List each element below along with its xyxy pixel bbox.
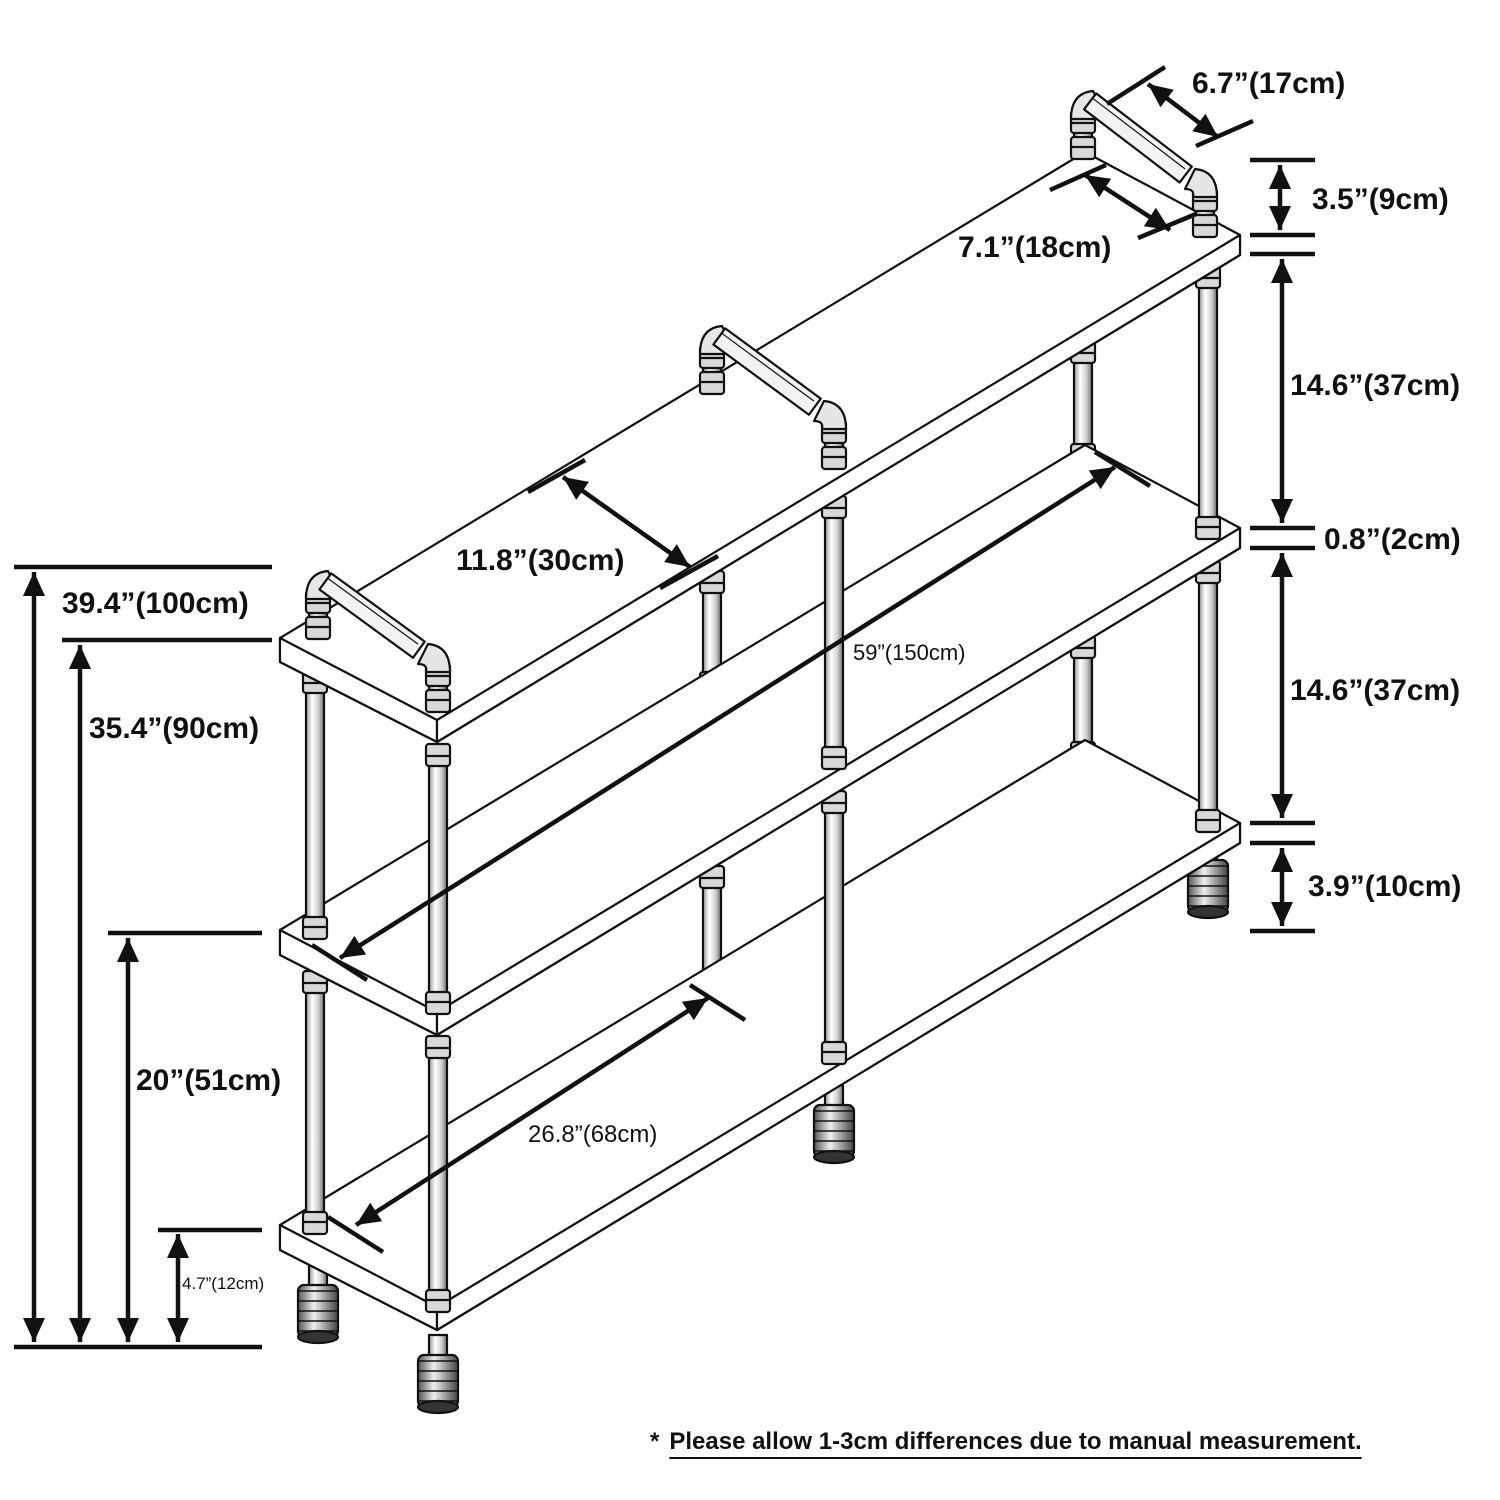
tick-section-left	[326, 1215, 385, 1254]
tick-depth-a	[526, 458, 587, 494]
tick-rail-inner-a	[1049, 162, 1107, 193]
upper-legs	[301, 264, 1222, 1016]
dim-middle-shelf-height	[117, 938, 139, 1342]
label-total-width: 59”(150cm)	[853, 640, 965, 665]
middle-shelf	[278, 443, 1242, 1037]
tick-rail-depth-b	[1195, 118, 1254, 149]
tick-section-right	[688, 983, 747, 1022]
lower-front-legs	[301, 559, 1222, 1314]
tick-width-right	[1093, 450, 1152, 488]
dim-top-pipe-inner	[1083, 173, 1172, 232]
dim-section-width	[354, 996, 710, 1227]
dim-shelf-depth	[561, 475, 692, 569]
top-shelf	[278, 150, 1242, 744]
dim-top-pipe-height	[1269, 165, 1291, 230]
dim-bottom-shelf-height	[167, 1234, 189, 1342]
pipe-feet	[296, 838, 1230, 1415]
label-shelf-spacing-upper: 14.6”(37cm)	[1290, 369, 1460, 402]
leg-right-upper	[1194, 264, 1222, 541]
rail-left	[304, 569, 452, 714]
dim-top-pipe-depth	[1146, 82, 1220, 139]
label-top-shelf-height: 35.4”(90cm)	[89, 712, 259, 745]
tick-depth-b	[658, 554, 720, 590]
measurement-footnote: * Please allow 1-3cm differences due to m…	[650, 1428, 1460, 1456]
shelf-illustration	[278, 89, 1242, 1415]
dim-shelf-spacing-lower	[1271, 553, 1293, 818]
leg-front-left-lower-back	[301, 969, 329, 1236]
dim-foot-height	[1271, 848, 1293, 926]
rail-left-front-elbow	[416, 642, 452, 674]
bottom-shelf	[278, 738, 1242, 1332]
label-shelf-thickness: 0.8”(2cm)	[1324, 523, 1461, 556]
leg-right-lower	[1194, 559, 1222, 834]
leg-front-left-upper	[424, 742, 452, 1016]
dim-total-width	[338, 465, 1117, 960]
rail-middle-front-elbow	[812, 399, 848, 431]
label-top-pipe-height: 3.5”(9cm)	[1312, 183, 1449, 216]
rail-left-crossbar	[318, 572, 426, 659]
rail-left-back-riser	[304, 589, 332, 641]
rail-middle	[698, 324, 848, 471]
leg-mid-lower	[820, 789, 848, 1066]
tick-width-left	[310, 943, 369, 982]
label-middle-shelf-height: 20”(51cm)	[136, 1064, 281, 1097]
label-shelf-depth: 11.8”(30cm)	[456, 544, 624, 577]
leg-mid-upper	[820, 494, 848, 771]
top-pipe-rails	[304, 89, 1219, 714]
rail-middle-crossbar	[712, 327, 822, 416]
footnote-marker: *	[650, 1428, 660, 1455]
dimension-labels: 6.7”(17cm) 7.1”(18cm) 3.5”(9cm) 14.6”(37…	[62, 67, 1461, 1293]
label-top-pipe-inner: 7.1”(18cm)	[958, 231, 1111, 264]
leg-front-left-upper-back	[301, 669, 329, 941]
label-top-pipe-depth: 6.7”(17cm)	[1192, 67, 1345, 100]
tick-rail-depth-a	[1105, 65, 1167, 106]
label-bottom-shelf-height: 4.7”(12cm)	[182, 1274, 264, 1293]
label-total-height: 39.4”(100cm)	[62, 587, 249, 620]
label-foot-height: 3.9”(10cm)	[1308, 870, 1461, 903]
dim-shelf-spacing-upper	[1271, 259, 1293, 523]
dim-total-height	[23, 572, 45, 1342]
dimension-lines	[14, 65, 1315, 1350]
rail-right-front-elbow	[1183, 167, 1219, 199]
foot-front-left-back	[296, 1263, 340, 1345]
foot-front-left	[416, 1333, 460, 1415]
label-section-width: 26.8”(68cm)	[528, 1121, 657, 1148]
rail-right-crossbar	[1082, 92, 1193, 184]
label-shelf-spacing-lower: 14.6”(37cm)	[1290, 674, 1460, 707]
footnote-text: Please allow 1-3cm differences due to ma…	[669, 1428, 1362, 1455]
rail-right	[1069, 89, 1219, 239]
dim-top-shelf-height	[69, 645, 91, 1342]
